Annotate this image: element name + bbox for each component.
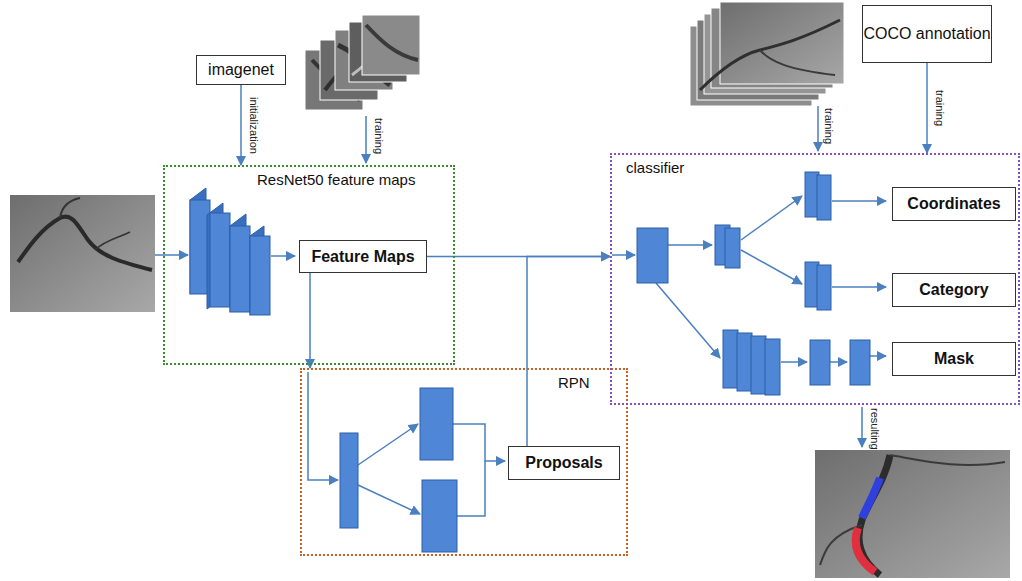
box-label: Mask <box>932 350 976 368</box>
classifier-blocks <box>637 228 668 283</box>
classifier-lines <box>741 250 802 284</box>
connector <box>527 257 610 447</box>
result-arrow <box>862 407 863 447</box>
classifier-lines <box>870 355 886 357</box>
region-heading: classifier <box>624 159 686 176</box>
input-angiogram <box>10 195 155 312</box>
rpn-lines <box>358 424 418 465</box>
angiogram-stack <box>700 20 840 90</box>
resnet-blocks <box>230 226 250 312</box>
input-box: imagenet <box>196 55 286 85</box>
result-angiogram <box>890 455 1005 465</box>
connector <box>926 63 928 153</box>
rpn-lines <box>358 485 420 514</box>
rpn-blocks <box>340 433 358 528</box>
classifier-blocks <box>723 330 738 388</box>
input-angiogram <box>60 198 80 218</box>
classifier-blocks <box>810 340 830 385</box>
annotation-box: COCO annotation <box>862 5 992 63</box>
classifier-blocks <box>850 340 870 385</box>
rpn-blocks <box>422 480 457 552</box>
connector <box>309 273 311 368</box>
classifier-blocks <box>817 265 831 310</box>
result-label: resulting <box>869 408 880 450</box>
output-box: Mask <box>892 342 1016 376</box>
feature-arrow <box>271 255 295 257</box>
patch-stack <box>362 15 420 75</box>
rpn-lines <box>308 372 505 516</box>
output-box: Coordinates <box>892 187 1016 221</box>
process-box: Proposals <box>508 446 620 480</box>
angiogram-stack <box>690 2 844 106</box>
classifier-blocks <box>765 339 780 395</box>
rpn-region: Proposals RPN <box>300 368 628 556</box>
classifier-blocks <box>637 172 870 395</box>
resnet-blocks <box>210 213 230 307</box>
patch-stack <box>305 15 420 110</box>
region-heading: RPN <box>556 374 592 391</box>
classifier-blocks <box>725 228 740 268</box>
result-angiogram <box>815 450 1010 578</box>
box-label: Feature Maps <box>309 248 416 266</box>
result-angiogram <box>815 450 1010 578</box>
classifier-lines <box>656 283 720 358</box>
classifier-lines <box>741 196 802 240</box>
classifier-lines <box>832 200 886 202</box>
training-arrow <box>365 116 367 163</box>
classifier-lines <box>781 361 807 363</box>
rpn-lines <box>308 372 338 480</box>
training-arrow <box>817 106 819 151</box>
input-angiogram <box>18 217 152 270</box>
classifier-lines <box>832 286 886 288</box>
box-label: Coordinates <box>905 195 1002 213</box>
process-box: Feature Maps <box>299 240 427 273</box>
result-angiogram <box>862 478 880 518</box>
feature-arrow <box>271 256 295 257</box>
box-label: imagenet <box>208 61 274 79</box>
classifier-blocks <box>817 175 831 220</box>
classifier-lines <box>668 244 712 246</box>
input-arrow <box>155 254 188 256</box>
rpn-lines <box>453 424 505 461</box>
box-label: Proposals <box>523 454 604 472</box>
classifier-blocks <box>737 333 752 391</box>
rpn-lines <box>457 461 485 516</box>
classifier-lines <box>830 361 847 363</box>
input-angiogram <box>95 232 130 250</box>
result-angiogram <box>856 528 875 572</box>
resnet-blocks <box>250 236 270 315</box>
backbone-region: Feature Maps ResNet50 feature maps <box>163 165 455 365</box>
angiogram-stack <box>760 50 835 75</box>
training-arrow <box>366 116 367 163</box>
result-arrow <box>861 407 863 447</box>
resnet-blocks <box>190 188 270 315</box>
input-angiogram <box>10 195 155 312</box>
rpn-blocks <box>340 388 457 552</box>
box-label: Category <box>917 281 990 299</box>
patch-stack <box>366 25 418 60</box>
training-label: training <box>373 118 384 154</box>
training-label: training <box>823 108 834 144</box>
rpn-blocks <box>420 388 453 460</box>
classifier-region: CoordinatesCategoryMask classifier <box>610 153 1020 405</box>
box-label: COCO annotation <box>863 24 990 43</box>
classifier-lines <box>612 254 635 256</box>
output-box: Category <box>892 273 1016 307</box>
training-arrow <box>818 106 819 151</box>
edge-label: training <box>934 90 945 126</box>
input-arrow <box>155 255 188 256</box>
connector <box>240 85 242 165</box>
edge-label: initialization <box>248 97 259 154</box>
classifier-blocks <box>751 336 766 394</box>
region-heading: ResNet50 feature maps <box>255 171 417 188</box>
